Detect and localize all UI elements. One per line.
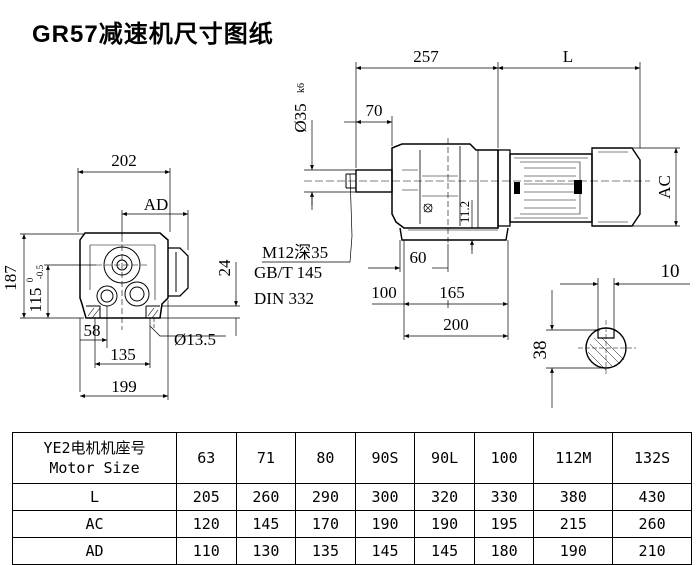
table-cell: 110: [176, 537, 237, 565]
table-cell: 300: [354, 483, 416, 511]
motor-flange: [497, 149, 511, 227]
side-view: [20, 168, 240, 400]
dim-115-tol-bottom: -0.5: [35, 264, 45, 279]
dim-11-2-label: 11.2: [457, 201, 472, 223]
table-cell: 130: [235, 537, 297, 565]
key-view-labels: 10 38: [530, 261, 680, 360]
gearbox-foot: [399, 227, 509, 241]
dim-38-label: 38: [530, 341, 551, 360]
front-view-labels: 257 L Ø35 k6 70 AC 11.2 60 100 165 200 M…: [254, 47, 674, 334]
dim-165-label: 165: [439, 283, 465, 302]
side-view-labels: 202 AD 187 115 0 -0.5 24 58 Ø13.5 135 19…: [1, 151, 234, 396]
table-cell: 260: [612, 510, 692, 538]
table-cell: 195: [473, 510, 535, 538]
dim-70-label: 70: [366, 101, 383, 120]
shaft-tolerance-label: k6: [296, 83, 307, 93]
dim-187-label: 187: [1, 265, 20, 291]
table-cell: 190: [414, 510, 475, 538]
table-header-cell: YE2电机机座号 Motor Size: [12, 432, 177, 484]
header-line-en: Motor Size: [49, 459, 140, 477]
table-cell: 210: [612, 537, 692, 565]
table-cell: 205: [176, 483, 237, 511]
gear-small-right: [124, 281, 150, 307]
dim-115-label: 115: [26, 288, 45, 313]
table-cell: 120: [176, 510, 237, 538]
dim-199-label: 199: [111, 377, 137, 396]
size-cell: 132S: [612, 432, 692, 484]
size-cell: 80: [295, 432, 356, 484]
row-label: AC: [12, 510, 177, 538]
table-cell: 430: [612, 483, 692, 511]
dim-ac-label: AC: [655, 175, 674, 199]
table-cell: 380: [533, 483, 614, 511]
row-label: L: [12, 483, 177, 511]
technical-drawing: 202 AD 187 115 0 -0.5 24 58 Ø13.5 135 19…: [1, 47, 690, 408]
size-cell: 112M: [533, 432, 614, 484]
table-cell: 145: [354, 537, 416, 565]
dim-60-label: 60: [410, 248, 427, 267]
table-cell: 170: [295, 510, 356, 538]
table-cell: 290: [295, 483, 356, 511]
dim-135-label: 135: [110, 345, 136, 364]
table-row: L 205 260 290 300 320 330 380 430: [12, 483, 692, 511]
hole-diameter-label: Ø13.5: [174, 330, 216, 349]
thread-spec-line1: M12深35: [262, 243, 328, 262]
motor-size-table: YE2电机机座号 Motor Size 63 71 80 90S 90L 100…: [12, 432, 692, 565]
table-row: AC 120 145 170 190 190 195 215 260: [12, 510, 692, 538]
table-cell: 145: [235, 510, 297, 538]
size-cell: 90L: [414, 432, 475, 484]
size-cell: 100: [473, 432, 535, 484]
shaft-diameter-label: Ø35: [291, 103, 310, 132]
gearbox-housing: [391, 143, 499, 229]
shaft-key-view: [546, 278, 690, 408]
dim-200-label: 200: [443, 315, 469, 334]
dim-115-tol-top: 0: [25, 277, 35, 282]
gear-small-left: [96, 285, 118, 307]
table-cell: 190: [533, 537, 614, 565]
side-housing-outline: [79, 232, 169, 319]
dim-58-label: 58: [84, 321, 101, 340]
table-header-row: YE2电机机座号 Motor Size 63 71 80 90S 90L 100…: [12, 432, 692, 484]
table-cell: 145: [414, 537, 475, 565]
table-cell: 135: [295, 537, 356, 565]
table-cell: 180: [473, 537, 535, 565]
dim-100-label: 100: [371, 283, 397, 302]
thread-spec-line2: GB/T 145: [254, 263, 322, 282]
thread-spec-line3: DIN 332: [254, 289, 314, 308]
terminal-box: [168, 247, 189, 297]
size-cell: 90S: [354, 432, 416, 484]
dim-ad-label: AD: [144, 195, 169, 214]
table-cell: 260: [235, 483, 297, 511]
table-row: AD 110 130 135 145 145 180 190 210: [12, 537, 692, 565]
dim-24-label: 24: [215, 259, 234, 277]
size-cell: 71: [235, 432, 297, 484]
table-cell: 215: [533, 510, 614, 538]
dim-202-label: 202: [111, 151, 137, 170]
drawing-title: GR57减速机尺寸图纸: [32, 21, 274, 48]
row-label: AD: [12, 537, 177, 565]
table-cell: 190: [354, 510, 416, 538]
fan-cover: [591, 147, 641, 227]
dim-l-label: L: [563, 47, 573, 66]
size-cell: 63: [176, 432, 237, 484]
table-cell: 320: [414, 483, 475, 511]
front-view: [262, 62, 680, 340]
dim-10-label: 10: [661, 261, 680, 282]
dim-257-label: 257: [413, 47, 439, 66]
header-line-cn: YE2电机机座号: [43, 439, 146, 457]
table-cell: 330: [473, 483, 535, 511]
